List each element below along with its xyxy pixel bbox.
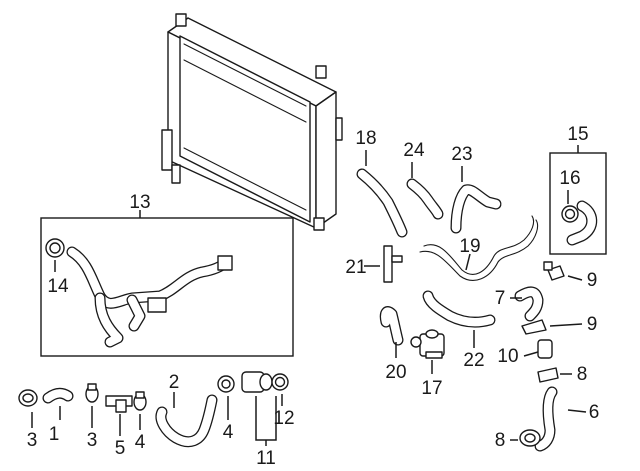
tee-5 <box>105 395 133 413</box>
callout-9-upper: 9 <box>587 270 598 291</box>
hose-20 <box>379 306 404 346</box>
clamp-9-upper <box>543 261 565 281</box>
callout-24: 24 <box>403 140 425 161</box>
radiator <box>161 13 343 231</box>
hose-1 <box>42 387 74 404</box>
leader-lines <box>31 150 587 446</box>
assembly-box-15 <box>549 145 607 255</box>
assembly-box-13 <box>40 210 294 357</box>
clamp-9-lower <box>521 319 547 335</box>
clamp-4-left <box>133 391 147 411</box>
part-16-gasket-and-hose <box>561 200 598 246</box>
callout-22: 22 <box>463 350 484 371</box>
callout-7: 7 <box>495 288 506 309</box>
gasket-12 <box>271 373 289 391</box>
hose-18 <box>356 168 408 238</box>
callout-1: 1 <box>49 424 60 445</box>
callout-4-left: 4 <box>135 432 146 453</box>
callout-18: 18 <box>355 128 376 149</box>
callout-8-lower: 8 <box>495 430 506 451</box>
water-pump-17 <box>410 329 445 359</box>
callout-8-upper: 8 <box>577 364 588 385</box>
callout-15: 15 <box>567 124 588 145</box>
callout-3-mid: 3 <box>87 430 98 451</box>
callout-10: 10 <box>497 346 518 367</box>
callout-14: 14 <box>47 276 69 297</box>
callout-4-right: 4 <box>223 422 234 443</box>
callout-12: 12 <box>273 408 294 429</box>
callout-17: 17 <box>421 378 442 399</box>
outlet-11 <box>241 371 273 393</box>
clamp-8-upper <box>537 367 559 383</box>
hose-6 <box>534 386 558 452</box>
callout-2: 2 <box>169 372 180 393</box>
callout-16: 16 <box>559 168 580 189</box>
callout-3-left: 3 <box>27 430 38 451</box>
clamp-4-right <box>217 375 235 393</box>
callout-6: 6 <box>589 402 600 423</box>
hose-23 <box>450 184 502 234</box>
hose-22 <box>422 290 496 328</box>
callout-20: 20 <box>385 362 406 383</box>
callout-23: 23 <box>451 144 472 165</box>
callout-21: 21 <box>345 257 366 278</box>
thermostat-pipe-assembly <box>45 238 233 348</box>
callout-5: 5 <box>115 438 126 459</box>
callout-9-lower: 9 <box>587 314 598 335</box>
connector-10 <box>537 339 553 359</box>
callout-labels: 1 2 3 3 4 4 5 6 7 8 8 9 9 10 11 12 13 14… <box>27 124 600 469</box>
clamp-3-left <box>18 389 38 407</box>
clamp-3-mid <box>85 383 99 403</box>
hose-2 <box>155 394 218 448</box>
callout-13: 13 <box>129 192 150 213</box>
clamp-8-lower <box>519 429 541 447</box>
hose-19 <box>419 215 539 281</box>
hose-24 <box>406 178 444 220</box>
pipe-21 <box>383 245 403 283</box>
callout-19: 19 <box>459 236 480 257</box>
callout-11: 11 <box>256 448 276 469</box>
hose-7 <box>514 286 544 322</box>
